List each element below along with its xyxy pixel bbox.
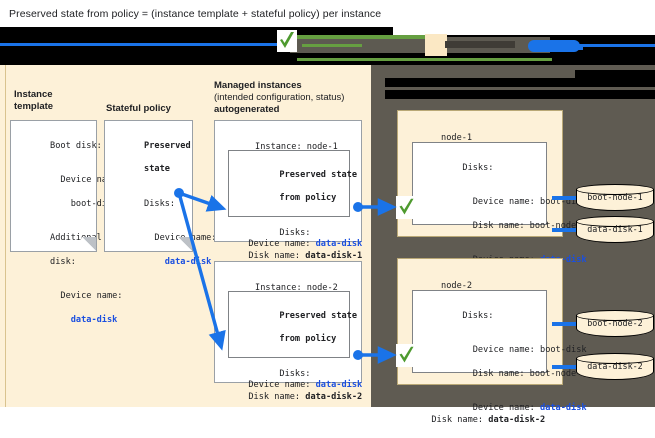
disk-body [576, 189, 654, 211]
disk-cylinder-data-disk-2: data-disk-2 [576, 353, 654, 381]
node-1-boot-device: Device name: boot-disk [462, 197, 587, 208]
node-1-boot-disk: Disk name: boot-node-1 [462, 220, 587, 231]
preserved-state-node-1-line2: from policy [279, 192, 337, 203]
instance-template-line-4: disk: [50, 256, 76, 267]
disk-label: boot-node-2 [587, 318, 643, 328]
managed-instances-heading: Managed instances (intended configuratio… [214, 80, 374, 116]
preserved-state-node-1-disk-value: data-disk-1 [305, 250, 363, 261]
node-1-title: node-1 [441, 132, 473, 143]
node-1-disks-label: Disks: [462, 162, 494, 173]
page-title: Preserved state from policy = (instance … [9, 8, 382, 20]
preserved-state-node-1-disk-label: Disk name: [238, 250, 306, 261]
preserved-state-node-2-disk-value: data-disk-2 [305, 391, 363, 402]
node-2-boot-disk: Disk name: boot-node-2 [462, 368, 587, 379]
legend-blue-pointer [555, 44, 583, 50]
node-1-green-check-icon [396, 196, 417, 219]
legend-green-line-bottom [297, 58, 552, 61]
node-2-data-disk-label: Disk name: [421, 414, 489, 425]
disk-label: data-disk-2 [587, 361, 643, 371]
disk-cylinder-boot-node-1: boot-node-1 [576, 184, 654, 212]
right-panel-heading-redacted-2 [385, 90, 655, 99]
connector-node2-boot [552, 322, 576, 326]
node-2-green-check-icon [396, 344, 417, 367]
stateful-policy-device-name-value: data-disk [144, 256, 212, 267]
legend-green-line-mid [302, 44, 362, 47]
legend-redaction-band [0, 27, 655, 65]
managed-instances-heading-line1: Managed instances [214, 80, 302, 91]
left-panel-border [5, 65, 371, 407]
preserved-state-box-node-1: Preserved state from policy Disks: Devic… [228, 150, 362, 261]
instance-template-line-2: boot-disk [50, 198, 118, 209]
instance-template-data-disk-value: data-disk [50, 314, 118, 325]
legend-green-check-icon [277, 30, 297, 52]
preserved-state-node-1-device-value: data-disk [315, 239, 363, 250]
connector-node1-data [552, 228, 576, 232]
node-2-data-disk-value: data-disk-2 [488, 414, 546, 425]
preserved-state-node-1-disks-label: Disks: [279, 227, 311, 238]
stateful-policy-disks-label: Disks: [144, 198, 176, 209]
preserved-state-node-2-device-value: data-disk [315, 380, 363, 391]
instance-template-line-5: Device name: [50, 291, 123, 302]
preserved-state-box-node-2: Preserved state from policy Disks: Devic… [228, 291, 362, 402]
stateful-policy-heading-label: Stateful policy [106, 103, 171, 114]
disk-label: boot-node-1 [587, 192, 643, 202]
connector-node2-data [552, 365, 576, 369]
connector-node1-boot [552, 196, 576, 200]
node-2-boot-device: Device name: boot-disk [462, 345, 587, 356]
legend-blue-rule-right [570, 44, 655, 47]
instance-template-heading: Instance template [14, 89, 53, 113]
right-panel-heading-redacted-3 [575, 70, 655, 78]
disk-top [576, 184, 654, 195]
preserved-state-node-2-device-label: Device name: [238, 380, 316, 391]
stateful-policy-title-line1: Preserved [144, 140, 191, 151]
preserved-state-node-2-disk-label: Disk name: [238, 391, 306, 402]
arrow-policy-to-node2 [177, 192, 226, 351]
disk-top [576, 216, 654, 227]
managed-instance-node-2-title: Instance: node-2 [255, 282, 338, 293]
disk-cylinder-boot-node-2: boot-node-2 [576, 310, 654, 338]
diagram-canvas: Instance template Boot disk: Device name… [0, 65, 655, 425]
stateful-policy-device-name-label: Device name: [154, 233, 217, 244]
legend-dark-smudge [445, 41, 515, 48]
preserved-state-node-2-disks-label: Disks: [279, 368, 311, 379]
preserved-state-node-1-line1: Preserved state [279, 169, 358, 180]
node-1-data-device-value: data-disk [540, 255, 587, 266]
managed-instances-heading-line3: autogenerated [214, 104, 280, 115]
node-2-title: node-2 [441, 280, 473, 291]
disk-body [576, 315, 654, 337]
node-card-node-1: node-1 Disks: Device name: boot-disk Dis… [397, 110, 587, 277]
managed-instance-box-node-1: Instance: node-1 Preserved state from po… [214, 120, 362, 261]
arrow-policy-to-node1 [178, 191, 227, 212]
preserved-state-node-2-line2: from policy [279, 333, 337, 344]
legend-green-line-top [295, 35, 425, 39]
preserved-state-node-2-line1: Preserved state [279, 310, 358, 321]
disk-cylinder-data-disk-1: data-disk-1 [576, 216, 654, 244]
instance-template-line-3: Additional [50, 233, 102, 244]
legend-white-gap [393, 27, 655, 35]
managed-instance-node-1-title: Instance: node-1 [255, 141, 338, 152]
page-fold-corner [82, 237, 97, 252]
right-panel-heading-redacted-1 [385, 78, 655, 87]
connector-arrows [174, 188, 397, 364]
disk-body [576, 221, 654, 243]
instance-template-heading-line2: template [14, 101, 54, 112]
legend-blue-rule-left [0, 43, 288, 46]
instance-template-heading-line1: Instance [14, 89, 53, 100]
disk-top [576, 310, 654, 321]
node-2-disks-label: Disks: [462, 310, 494, 321]
disk-label: data-disk-1 [587, 224, 643, 234]
stateful-policy-title-line2: state [144, 163, 170, 174]
legend-cream-chip [425, 34, 447, 56]
managed-instances-heading-line2: (intended configuration, status) [214, 92, 345, 103]
disk-top [576, 353, 654, 364]
preserved-state-node-1-device-label: Device name: [238, 239, 316, 250]
stateful-policy-card: Preserved state Disks: Device name: data… [104, 120, 216, 267]
managed-instance-box-node-2: Instance: node-2 Preserved state from po… [214, 261, 362, 402]
disk-body [576, 358, 654, 380]
stateful-policy-heading: Stateful policy [106, 103, 171, 115]
instance-template-line-0: Boot disk: [50, 140, 102, 151]
